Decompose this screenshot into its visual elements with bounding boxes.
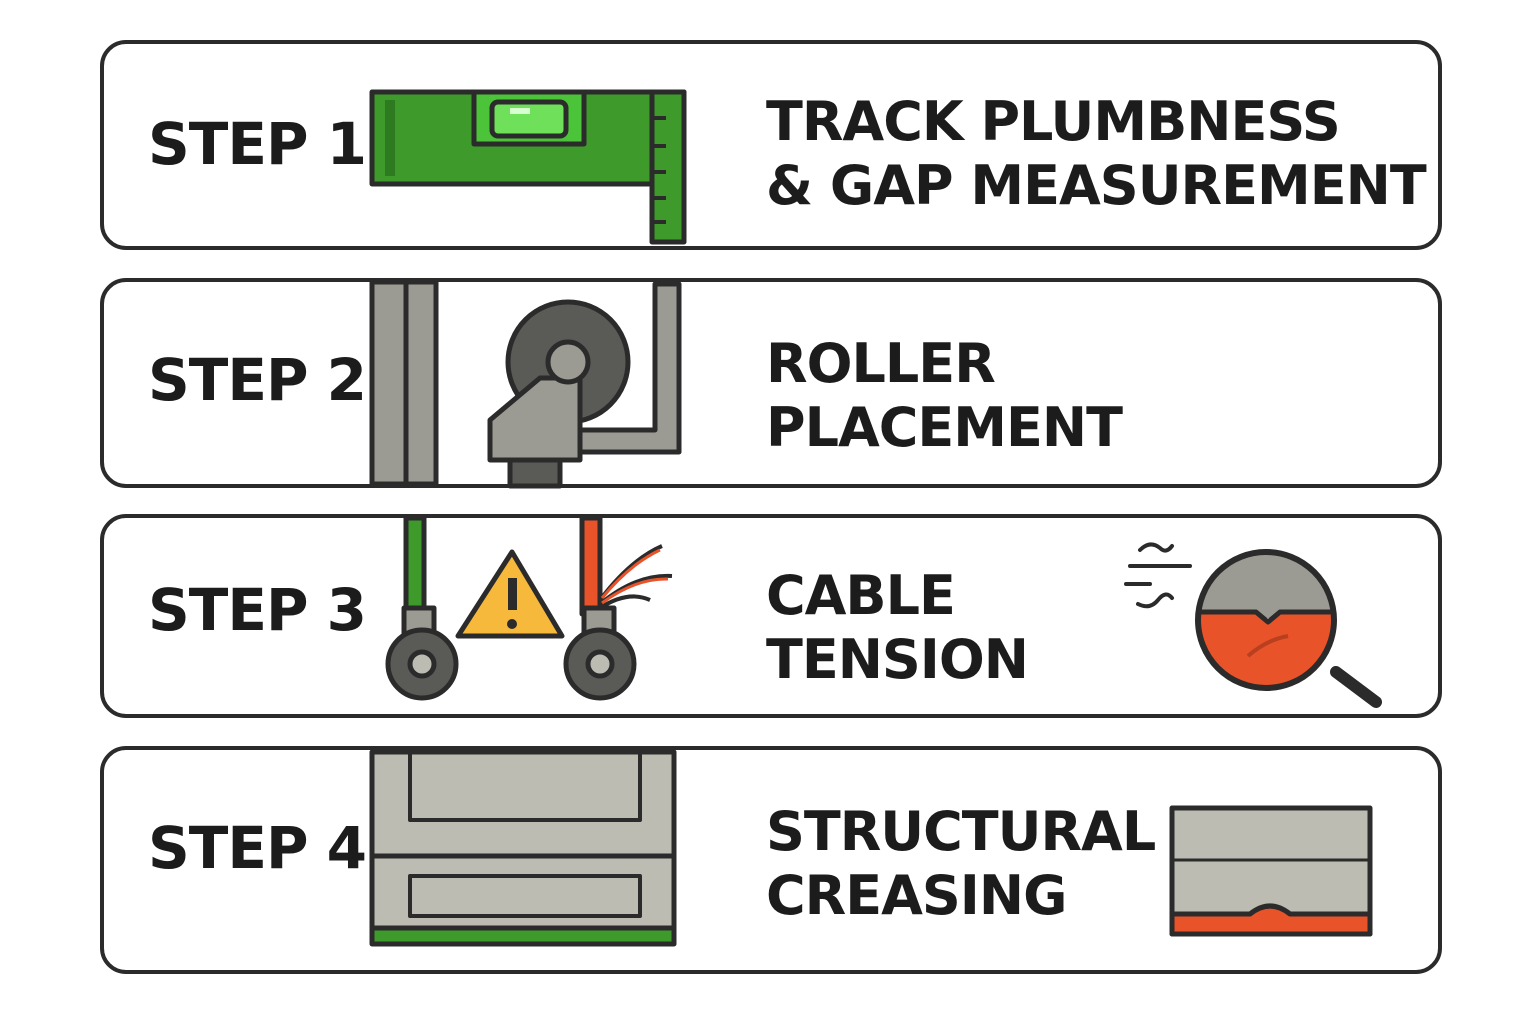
step-4-title-line-1: STRUCTURAL xyxy=(766,800,1156,863)
step-3-card: STEP 3 CABLE TENSION xyxy=(100,514,1442,718)
creased-panel-icon xyxy=(1169,805,1373,937)
step-3-title-line-1: CABLE xyxy=(766,564,956,627)
step-3-label: STEP 3 xyxy=(148,576,367,644)
warning-icon xyxy=(455,549,565,639)
step-1-label: STEP 1 xyxy=(148,110,367,178)
step-4-title: STRUCTURAL CREASING xyxy=(766,800,1156,928)
track-rail-icon xyxy=(369,279,439,487)
step-1-title-line-2: & GAP MEASUREMENT xyxy=(766,154,1427,217)
step-2-label: STEP 2 xyxy=(148,346,367,414)
step-1-title: TRACK PLUMBNESS & GAP MEASUREMENT xyxy=(766,90,1427,218)
step-1-title-line-1: TRACK PLUMBNESS xyxy=(766,90,1341,153)
step-4-label: STEP 4 xyxy=(148,814,367,882)
step-3-title: CABLE TENSION xyxy=(766,564,1029,692)
step-4-title-line-2: CREASING xyxy=(766,864,1067,927)
spirit-level-icon xyxy=(369,89,687,187)
step-2-title-line-2: PLACEMENT xyxy=(766,396,1123,459)
step-3-title-line-2: TENSION xyxy=(766,628,1029,691)
step-2-card: STEP 2 ROLLER PLACEMENT xyxy=(100,278,1442,488)
roller-bracket-icon xyxy=(487,281,682,489)
step-2-title: ROLLER PLACEMENT xyxy=(766,332,1123,460)
ruler-icon xyxy=(649,89,687,245)
magnifier-icon xyxy=(1124,542,1382,708)
door-panels-icon xyxy=(369,749,677,947)
frayed-cable-icon xyxy=(563,515,673,701)
cable-roller-icon xyxy=(385,515,459,701)
step-1-card: STEP 1 TRACK PLUMBNESS & GAP MEASUREMENT xyxy=(100,40,1442,250)
step-2-title-line-1: ROLLER xyxy=(766,332,996,395)
